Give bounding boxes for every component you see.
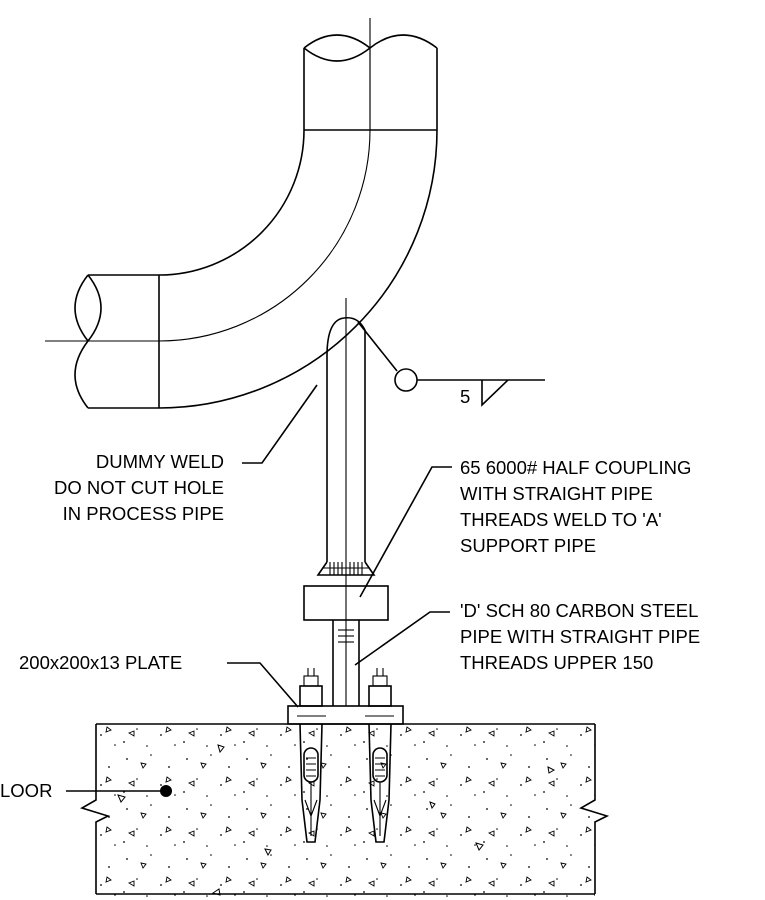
support-pipe-note: 'D' SCH 80 CARBON STEEL PIPE WITH STRAIG… [460, 598, 700, 676]
weld-size-label: 5 [460, 386, 471, 407]
process-pipe-elbow [45, 18, 438, 409]
weld-symbol [357, 321, 545, 407]
coupling-threads [322, 562, 370, 575]
support-pipe [303, 298, 389, 706]
half-coupling-line-3: THREADS WELD TO 'A' [460, 509, 662, 530]
anchor-bolt-right [368, 668, 392, 843]
support-pipe-line-3: THREADS UPPER 150 [460, 652, 654, 673]
half-coupling-line-4: SUPPORT PIPE [460, 535, 597, 556]
half-coupling-note: 65 6000# HALF COUPLING WITH STRAIGHT PIP… [460, 455, 691, 559]
dummy-weld-line-3: IN PROCESS PIPE [62, 503, 224, 524]
concrete-floor-slab [79, 723, 610, 900]
dummy-weld-note: DUMMY WELD DO NOT CUT HOLE IN PROCESS PI… [28, 449, 224, 527]
leader-lines [66, 384, 452, 797]
half-coupling-line-2: WITH STRAIGHT PIPE [460, 483, 653, 504]
dummy-weld-line-1: DUMMY WELD [95, 451, 224, 472]
support-pipe-line-1: 'D' SCH 80 CARBON STEEL [460, 600, 699, 621]
anchor-bolt-left [299, 668, 323, 843]
floor-label: LOOR [0, 780, 53, 801]
base-plate [287, 705, 404, 725]
half-coupling [303, 585, 389, 621]
plate-label: 200x200x13 PLATE [19, 652, 183, 673]
dummy-weld-line-2: DO NOT CUT HOLE [54, 477, 224, 498]
half-coupling-line-1: 65 6000# HALF COUPLING [460, 457, 692, 478]
support-pipe-line-2: PIPE WITH STRAIGHT PIPE [460, 626, 701, 647]
